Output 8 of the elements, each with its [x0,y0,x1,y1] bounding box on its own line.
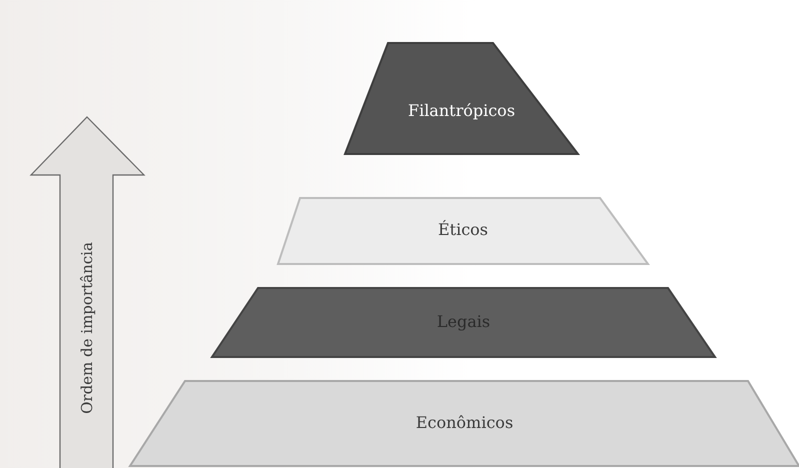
pyramid-level [278,198,648,264]
level-label: Econômicos [414,412,514,432]
level-label: Éticos [436,220,490,239]
pyramid-level [212,288,715,357]
pyramid-level [130,381,799,466]
axis-caption: Ordem de importância [78,242,96,414]
pyramid-level [345,43,578,154]
level-label: Filantrópicos [406,100,516,120]
